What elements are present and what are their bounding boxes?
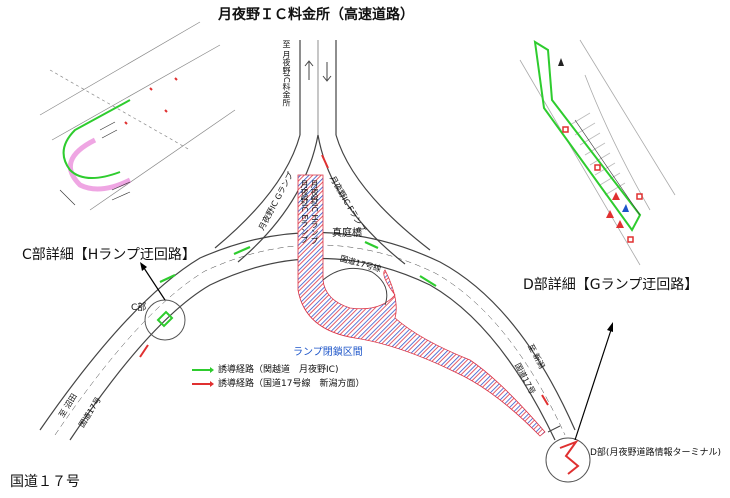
c-point-label: C部 (131, 303, 147, 313)
ramp-closed-section (297, 174, 546, 437)
legend-swatches (192, 367, 214, 387)
guide-arrows-green (159, 241, 437, 287)
ramp-h-label: 月夜野IC Hランプ (310, 180, 319, 245)
d-point-label: D部(月夜野道路情報ターミナル) (590, 448, 721, 458)
c-detail-caption: C部詳細【Hランプ迂回路】 (22, 247, 196, 263)
d-detail-caption: D部詳細【Gランプ迂回路】 (523, 277, 699, 293)
d-detail-marker (545, 322, 613, 483)
route-17-caption: 国道１７号 (10, 474, 80, 490)
highway-main (214, 40, 431, 265)
legend-green-label: 誘導経路（関越道 月夜野IC) (218, 365, 339, 375)
to-tsukiyono-label: 至 月夜野IC料金所 (282, 40, 291, 107)
ramp-e-label: 月夜野IC Eランプ (300, 180, 309, 244)
map-title: 月夜野ＩＣ料金所（高速道路） (218, 7, 414, 23)
loop-ramp (322, 267, 388, 306)
ramp-closed-label: ランプ閉鎖区間 (293, 347, 363, 358)
top-arrows (304, 60, 332, 82)
d-detail-inset (519, 39, 676, 266)
guide-arrows-red (139, 154, 549, 406)
c-detail-inset (39, 21, 236, 211)
legend-red-label: 誘導経路（国道17号線 新潟方面） (218, 379, 365, 389)
c-detail-marker (140, 262, 186, 341)
makuramabashi-label: 真庭橋 (332, 228, 362, 239)
